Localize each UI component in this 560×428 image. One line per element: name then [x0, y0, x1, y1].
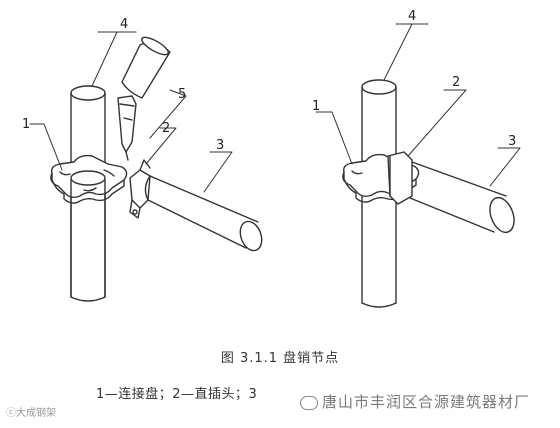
wedge-pin — [117, 36, 171, 161]
callout-2-right: 2 — [452, 75, 460, 90]
callout-1-right: 1 — [312, 99, 320, 114]
figure-title: 图 3.1.1 盘销节点 — [220, 351, 340, 366]
wechat-icon — [300, 395, 318, 410]
callout-4-left: 4 — [120, 17, 128, 32]
watermark-left: ⓒ大成钢架 — [6, 408, 56, 419]
callout-2-left: 2 — [162, 121, 170, 136]
callout-5-left: 5 — [178, 87, 186, 102]
left-assembly — [29, 31, 263, 302]
watermark-right: 唐山市丰润区合源建筑器材厂 — [300, 391, 530, 412]
figure-legend: 1—连接盘；2—直插头；3 — [96, 387, 258, 402]
callout-4-right: 4 — [408, 9, 416, 24]
callout-3-left: 3 — [216, 138, 224, 153]
right-assembly — [315, 23, 521, 308]
straight-plug-head-left — [129, 159, 151, 219]
horizontal-bar-left — [144, 175, 263, 252]
straight-plug-head-right — [387, 151, 413, 205]
horizontal-bar-right — [409, 161, 515, 234]
watermark-right-text: 唐山市丰润区合源建筑器材厂 — [322, 393, 531, 411]
connecting-disc-left — [50, 154, 128, 204]
callout-3-right: 3 — [508, 134, 516, 149]
callout-1-left: 1 — [22, 117, 30, 132]
